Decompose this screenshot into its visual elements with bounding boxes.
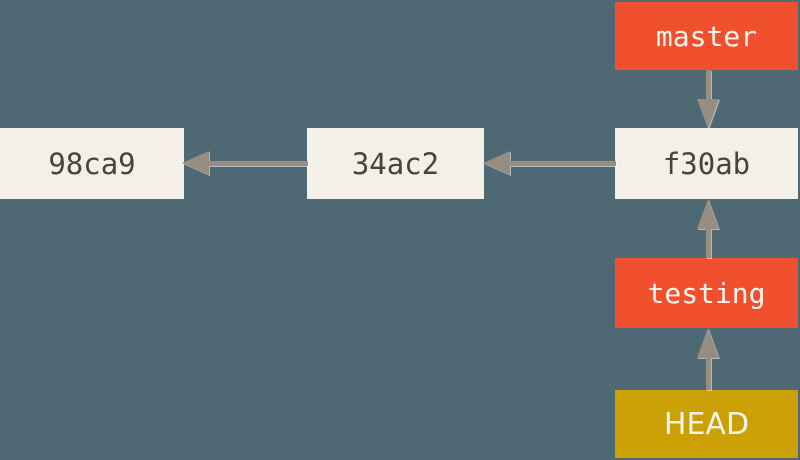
arrow-shaft [706, 227, 711, 258]
commit-hash-label: f30ab [662, 146, 751, 181]
arrow-f30ab-to-34ac2 [483, 149, 616, 179]
arrowhead-up-icon [697, 328, 719, 358]
arrow-shaft [706, 356, 711, 390]
commit-node-98ca9: 98ca9 [0, 128, 184, 199]
head-label: HEAD [615, 390, 798, 458]
arrow-shaft [508, 161, 616, 166]
arrowhead-up-icon [697, 199, 719, 229]
branch-name-label: testing [647, 276, 766, 310]
commit-node-34ac2: 34ac2 [307, 128, 484, 199]
arrowhead-left-icon [483, 151, 510, 175]
branch-label-master: master [615, 2, 798, 70]
commit-node-f30ab: f30ab [615, 128, 798, 199]
arrow-shaft [706, 70, 711, 102]
branch-label-testing: testing [615, 258, 798, 328]
arrow-testing-to-f30ab [695, 199, 721, 258]
arrow-head-to-testing [695, 328, 721, 390]
head-text-label: HEAD [663, 406, 750, 442]
arrow-shaft [207, 161, 308, 166]
arrow-master-to-f30ab [695, 70, 721, 129]
arrow-34ac2-to-98ca9 [182, 149, 308, 179]
commit-hash-label: 98ca9 [48, 146, 136, 181]
branch-name-label: master [655, 19, 758, 53]
arrowhead-down-icon [697, 99, 719, 129]
arrowhead-left-icon [182, 151, 209, 175]
commit-hash-label: 34ac2 [351, 146, 440, 181]
